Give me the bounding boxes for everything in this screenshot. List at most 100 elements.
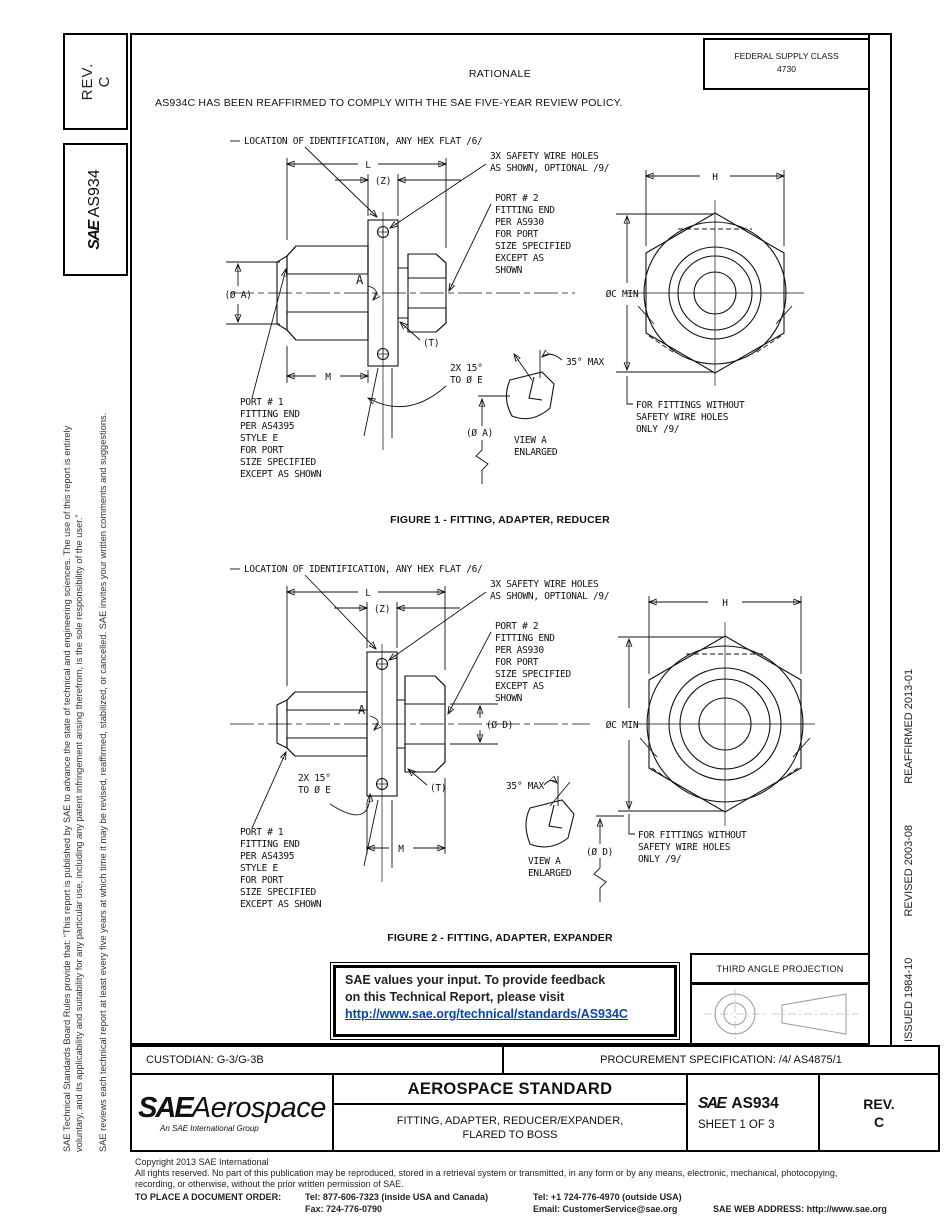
rev-box xyxy=(63,33,128,130)
web-address: SAE WEB ADDRESS: http://www.sae.org xyxy=(713,1204,887,1214)
rev-cell: REV. C xyxy=(820,1075,938,1150)
dim-m-label: M xyxy=(398,844,404,855)
rights-line-2: recording, or otherwise, without the pri… xyxy=(135,1179,404,1189)
fig2-view-a-detail: 35° MAX (Ø D) VIEW A ENLARGED xyxy=(506,776,624,902)
rationale-title: RATIONALE xyxy=(468,68,532,80)
port2-label: PORT # 2 FITTING END PER AS930 FOR PORT … xyxy=(495,621,572,704)
fsc-value: 4730 xyxy=(777,64,796,74)
doc-number-text: AS934 xyxy=(731,1094,779,1112)
tel-outside: Tel: +1 724-776-4970 (outside USA) xyxy=(533,1192,682,1202)
standard-title-cell: AEROSPACE STANDARD FITTING, ADAPTER, RED… xyxy=(334,1075,688,1150)
rev-letter: C xyxy=(96,75,113,88)
angle-35-label: 35° MAX xyxy=(506,781,545,792)
view-ref-a: A xyxy=(358,703,366,717)
svg-text:PER AS4395: PER AS4395 xyxy=(240,851,294,862)
svg-text:PER AS930: PER AS930 xyxy=(495,645,544,656)
sae-logo: SAE xyxy=(86,221,103,250)
feedback-box: SAE values your input. To provide feedba… xyxy=(330,962,680,1040)
dia-c-min-label: ØC MIN xyxy=(606,720,639,731)
tel-inside: Tel: 877-606-7323 (inside USA and Canada… xyxy=(305,1192,489,1202)
standard-type: AEROSPACE STANDARD xyxy=(334,1075,686,1105)
rights-line-1: All rights reserved. No part of this pub… xyxy=(135,1168,838,1178)
svg-text:FOR FITTINGS WITHOUT: FOR FITTINGS WITHOUT xyxy=(636,400,745,411)
port2-label: PORT # 2 FITTING END PER AS930 FOR PORT … xyxy=(495,193,572,276)
no-safety-holes-label: FOR FITTINGS WITHOUT SAFETY WIRE HOLES O… xyxy=(638,830,747,865)
projection-box: THIRD ANGLE PROJECTION xyxy=(690,953,870,1045)
standard-title-line-1: FITTING, ADAPTER, REDUCER/EXPANDER, xyxy=(396,1114,624,1127)
fig1-dimensions: L (Z) (Ø A) M (T) A xyxy=(224,158,461,383)
figure2-caption: FIGURE 2 - FITTING, ADAPTER, EXPANDER xyxy=(387,932,613,944)
svg-text:STYLE E: STYLE E xyxy=(240,433,279,444)
angle-15-label-2: TO Ø E xyxy=(298,785,331,796)
svg-text:SHOWN: SHOWN xyxy=(495,693,523,704)
view-a-sub: ENLARGED xyxy=(528,868,572,879)
custodian-cell: CUSTODIAN: G-3/G-3B xyxy=(130,1045,504,1075)
port1-label: PORT # 1 FITTING END PER AS4395 STYLE E … xyxy=(240,397,322,480)
dim-z-label: (Z) xyxy=(374,604,390,615)
procurement-text: PROCUREMENT SPECIFICATION: /4/ AS4875/1 xyxy=(600,1054,842,1066)
feedback-line-1: SAE values your input. To provide feedba… xyxy=(345,973,606,987)
svg-text:PER AS4395: PER AS4395 xyxy=(240,421,294,432)
email-address: Email: CustomerService@sae.org xyxy=(533,1204,678,1214)
revised-date: REVISED 2003-08 xyxy=(903,824,915,917)
title-block: SAEAerospace An SAE International Group … xyxy=(130,1073,940,1152)
sae-aerospace-logo: SAEAerospace An SAE International Group xyxy=(132,1075,334,1150)
angle-15-label-1: 2X 15° xyxy=(298,773,331,784)
dia-a-label: (Ø A) xyxy=(224,290,251,301)
svg-text:SIZE SPECIFIED: SIZE SPECIFIED xyxy=(495,241,571,252)
legal-line-1: SAE Technical Standards Board Rules prov… xyxy=(62,425,72,1152)
logo-subtitle: An SAE International Group xyxy=(160,1123,259,1133)
svg-text:FITTING END: FITTING END xyxy=(240,409,300,420)
sae-logo: SAE xyxy=(138,1091,194,1124)
rev-word: REV. xyxy=(79,62,96,101)
svg-text:SHOWN: SHOWN xyxy=(495,265,523,276)
fig1-section-view xyxy=(230,212,575,450)
federal-supply-class-box: FEDERAL SUPPLY CLASS 4730 xyxy=(703,38,870,90)
doc-number-box xyxy=(63,143,128,276)
frame-top-cap xyxy=(868,33,892,35)
legal-line-2: voluntary, and its applicability and sui… xyxy=(73,514,84,1152)
svg-text:EXCEPT AS: EXCEPT AS xyxy=(495,253,544,264)
svg-text:PER AS930: PER AS930 xyxy=(495,217,544,228)
fig2-section-view xyxy=(230,644,590,882)
svg-text:FOR PORT: FOR PORT xyxy=(495,229,539,240)
location-id-label: LOCATION OF IDENTIFICATION, ANY HEX FLAT… xyxy=(244,564,482,575)
dim-t-label: (T) xyxy=(423,338,439,349)
doc-number-vertical: SAE AS934 xyxy=(86,145,106,274)
procurement-cell: PROCUREMENT SPECIFICATION: /4/ AS4875/1 xyxy=(502,1045,940,1075)
safety-wire-1: 3X SAFETY WIRE HOLES xyxy=(490,579,599,590)
feedback-link[interactable]: http://www.sae.org/technical/standards/A… xyxy=(345,1007,628,1021)
projection-label: THIRD ANGLE PROJECTION xyxy=(692,955,868,985)
feedback-box-inner: SAE values your input. To provide feedba… xyxy=(333,965,677,1037)
revision-dates: ISSUED 1984-10 REVISED 2003-08 REAFFIRME… xyxy=(903,542,915,1042)
dia-a2-label: (Ø A) xyxy=(466,428,493,439)
angle-35-label: 35° MAX xyxy=(566,357,605,368)
view-a-sub: ENLARGED xyxy=(514,447,558,458)
dia-c-min-label: ØC MIN xyxy=(606,289,639,300)
figure1-drawing: L (Z) (Ø A) M (T) A xyxy=(224,136,804,484)
doc-number: AS934 xyxy=(86,169,103,218)
svg-text:SAFETY WIRE HOLES: SAFETY WIRE HOLES xyxy=(636,412,729,423)
view-a-label: VIEW A xyxy=(514,435,547,446)
svg-text:EXCEPT AS SHOWN: EXCEPT AS SHOWN xyxy=(240,469,322,480)
custodian-text: CUSTODIAN: G-3/G-3B xyxy=(146,1054,264,1066)
svg-text:FOR PORT: FOR PORT xyxy=(495,657,539,668)
svg-text:PORT # 1: PORT # 1 xyxy=(240,827,284,838)
svg-text:SIZE SPECIFIED: SIZE SPECIFIED xyxy=(240,887,316,898)
dim-l-label: L xyxy=(365,588,371,599)
copyright-line: Copyright 2013 SAE International xyxy=(135,1157,269,1167)
reaffirmed-date: REAFFIRMED 2013-01 xyxy=(903,668,915,784)
svg-text:ONLY /9/: ONLY /9/ xyxy=(638,854,681,865)
svg-text:FOR PORT: FOR PORT xyxy=(240,445,284,456)
svg-text:SAFETY WIRE HOLES: SAFETY WIRE HOLES xyxy=(638,842,731,853)
view-a-label: VIEW A xyxy=(528,856,561,867)
safety-wire-2: AS SHOWN, OPTIONAL /9/ xyxy=(490,163,609,174)
no-safety-holes-label: FOR FITTINGS WITHOUT SAFETY WIRE HOLES O… xyxy=(636,400,745,435)
fig1-labels: LOCATION OF IDENTIFICATION, ANY HEX FLAT… xyxy=(230,136,610,480)
svg-text:PORT # 1: PORT # 1 xyxy=(240,397,284,408)
port1-label: PORT # 1 FITTING END PER AS4395 STYLE E … xyxy=(240,827,322,910)
svg-text:STYLE E: STYLE E xyxy=(240,863,279,874)
rev-cell-value: C xyxy=(873,1113,885,1130)
